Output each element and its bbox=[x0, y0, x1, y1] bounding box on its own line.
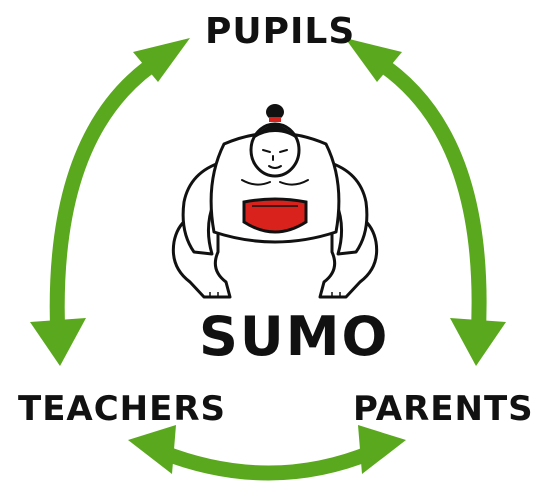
node-label-pupils: PUPILS bbox=[205, 11, 356, 52]
center-label-sumo: SUMO bbox=[199, 305, 390, 368]
sumo-wrestler-figure bbox=[171, 104, 379, 299]
arrow-pupils-teachers bbox=[30, 38, 190, 366]
node-label-teachers: TEACHERS bbox=[18, 389, 227, 429]
node-label-parents: PARENTS bbox=[353, 389, 533, 429]
arrow-teachers-parents bbox=[128, 425, 406, 481]
arrow-pupils-parents bbox=[345, 38, 506, 366]
mawashi-belt bbox=[242, 197, 308, 234]
topknot bbox=[252, 104, 298, 140]
